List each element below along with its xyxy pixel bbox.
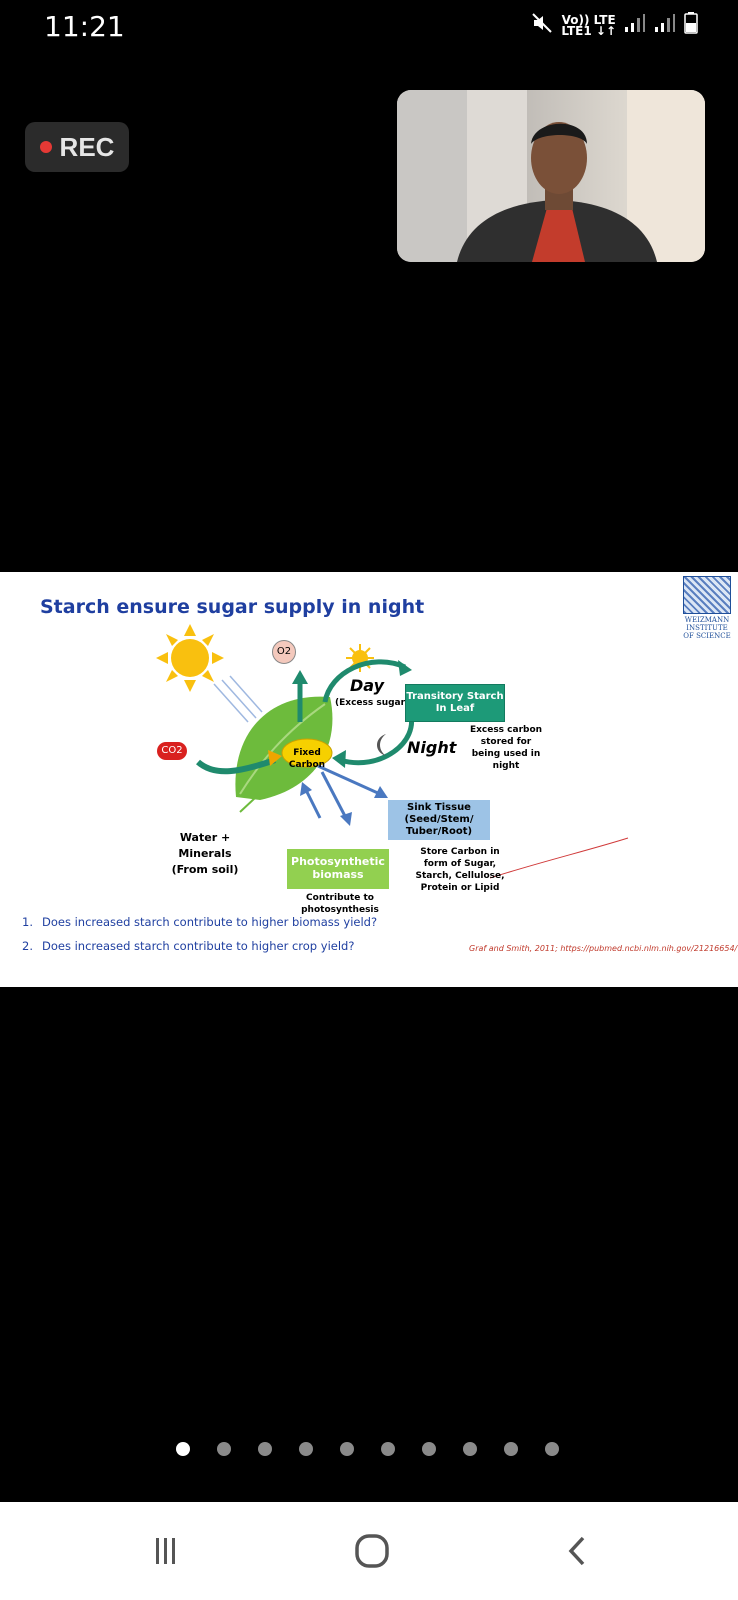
back-button[interactable] [548, 1530, 608, 1572]
recording-label: REC [59, 131, 115, 162]
logo-emblem-icon [683, 576, 731, 614]
home-button[interactable] [342, 1530, 402, 1572]
question-text: Does increased starch contribute to high… [42, 915, 378, 929]
contribute-note: Contribute to photosynthesis [301, 893, 379, 915]
sink-tissue-box: Sink Tissue (Seed/Stem/ Tuber/Root) [388, 800, 490, 840]
co2-badge: CO2 [157, 742, 187, 760]
home-icon [355, 1534, 389, 1568]
page-dot[interactable] [463, 1442, 477, 1456]
question-item: 2. Does increased starch contribute to hi… [22, 934, 377, 958]
page-dot[interactable] [176, 1442, 190, 1456]
weizmann-logo: WEIZMANN INSTITUTE OF SCIENCE [682, 576, 732, 640]
record-dot-icon [39, 141, 52, 153]
page-dot[interactable] [299, 1442, 313, 1456]
status-time: 11:21 [44, 10, 125, 43]
photosynthetic-biomass-box: Photosynthetic biomass [287, 849, 389, 889]
question-item: 1. Does increased starch contribute to hi… [22, 910, 377, 934]
question-list: 1. Does increased starch contribute to hi… [22, 910, 377, 958]
mute-icon [531, 12, 553, 39]
question-number: 1. [22, 915, 33, 929]
question-number: 2. [22, 939, 33, 953]
water-minerals-label: Water + Minerals (From soil) [171, 831, 239, 876]
back-icon [568, 1536, 585, 1566]
starch-diagram [156, 624, 629, 879]
navigation-bar [0, 1502, 738, 1600]
logo-text: WEIZMANN INSTITUTE OF SCIENCE [683, 616, 731, 640]
day-sublabel: (Excess sugar) [335, 698, 410, 708]
citation: Graf and Smith, 2011; https://pubmed.ncb… [469, 944, 738, 953]
moon-icon [377, 734, 386, 756]
o2-badge: O2 [272, 640, 296, 664]
page-dot[interactable] [381, 1442, 395, 1456]
signal-icon [654, 13, 676, 38]
recording-badge: REC [25, 122, 129, 172]
day-label: Day [350, 676, 385, 695]
page-dot[interactable] [217, 1442, 231, 1456]
shared-slide: Starch ensure sugar supply in night WEIZ… [0, 572, 738, 987]
network-line-2: LTE1 ↓↑ [561, 23, 616, 38]
fixed-carbon-label: Fixed Carbon [288, 748, 326, 770]
network-label: Vo)) LTE LTE1 ↓↑ [561, 12, 616, 38]
page-dot[interactable] [258, 1442, 272, 1456]
battery-icon [684, 12, 698, 39]
transitory-starch-box: Transitory Starch In Leaf [405, 684, 505, 722]
store-carbon-note: Store Carbon in form of Sugar, Starch, C… [415, 847, 505, 893]
night-label: Night [407, 738, 457, 757]
page-dot[interactable] [422, 1442, 436, 1456]
signal-icon [624, 13, 646, 38]
participant-avatar-icon [397, 90, 705, 262]
sun-icon [156, 624, 224, 692]
question-text: Does increased starch contribute to high… [42, 939, 355, 953]
network-line-1: Vo)) LTE [561, 12, 616, 27]
participant-video[interactable] [397, 90, 705, 262]
excess-carbon-note: Excess carbon stored for being used in n… [469, 725, 543, 771]
recent-apps-button[interactable] [136, 1530, 196, 1572]
page-dot[interactable] [504, 1442, 518, 1456]
slide-title: Starch ensure sugar supply in night [40, 596, 425, 618]
page-dot[interactable] [545, 1442, 559, 1456]
sunlight-rays [213, 675, 263, 723]
page-indicator[interactable] [176, 1442, 559, 1456]
status-icons: Vo)) LTE LTE1 ↓↑ [531, 12, 698, 39]
recent-apps-icon [156, 1538, 175, 1564]
page-dot[interactable] [340, 1442, 354, 1456]
